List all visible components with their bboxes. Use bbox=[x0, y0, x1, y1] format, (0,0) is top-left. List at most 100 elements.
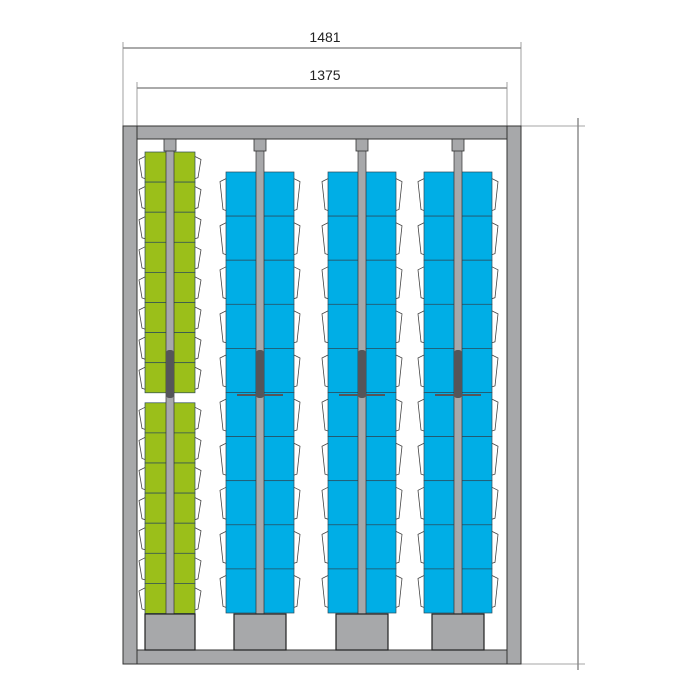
bin-tab-right bbox=[491, 486, 499, 520]
bin-tab-left bbox=[138, 186, 146, 210]
bin-tab-left bbox=[219, 398, 227, 432]
bin-tab-right bbox=[194, 527, 202, 551]
bin-tab-left bbox=[417, 442, 425, 476]
bin-tab-right bbox=[194, 366, 202, 390]
bin-tab-left bbox=[417, 266, 425, 300]
bin-tab-left bbox=[138, 557, 146, 581]
bin-tab-left bbox=[321, 575, 329, 608]
bottom-beam bbox=[136, 649, 508, 665]
column-3 bbox=[321, 138, 403, 651]
bin-tab-left bbox=[138, 336, 146, 360]
column-1 bbox=[138, 138, 202, 651]
pole-cap bbox=[451, 138, 465, 152]
base-block bbox=[431, 613, 485, 651]
bin-tab-right bbox=[491, 266, 499, 300]
bin-tab-left bbox=[138, 467, 146, 490]
inner-width-label: 1375 bbox=[309, 67, 340, 83]
pole-cap bbox=[253, 138, 267, 152]
bin-tab-left bbox=[138, 366, 146, 390]
bin-tab-right bbox=[395, 398, 403, 432]
bin-tab-left bbox=[321, 266, 329, 300]
dimension-lines: 1481 1375 bbox=[122, 29, 585, 670]
bin-tab-right bbox=[293, 486, 301, 520]
bin-tab-right bbox=[395, 310, 403, 344]
bin-tab-left bbox=[138, 527, 146, 551]
bin-tab-left bbox=[417, 310, 425, 344]
handle bbox=[166, 350, 174, 398]
bin-tab-left bbox=[219, 354, 227, 388]
base-block bbox=[144, 613, 196, 651]
bin-tab-left bbox=[138, 246, 146, 270]
bin-tab-right bbox=[194, 186, 202, 210]
bin-tab-right bbox=[194, 336, 202, 360]
bin-tab-right bbox=[194, 497, 202, 521]
bin-tab-left bbox=[219, 266, 227, 300]
bin-tab-right bbox=[395, 222, 403, 255]
bin-tab-right bbox=[395, 575, 403, 608]
bin-tab-left bbox=[321, 531, 329, 564]
bin-tab-right bbox=[491, 531, 499, 564]
bin-tab-right bbox=[194, 557, 202, 581]
bin-tab-right bbox=[293, 178, 301, 211]
bin-tab-left bbox=[138, 216, 146, 240]
bin-tab-right bbox=[395, 266, 403, 300]
bin-tab-left bbox=[417, 178, 425, 211]
bin-tab-left bbox=[219, 575, 227, 608]
bin-tab-right bbox=[194, 406, 202, 430]
left-post bbox=[122, 125, 138, 665]
bin-tab-left bbox=[219, 310, 227, 344]
bin-tab-left bbox=[417, 575, 425, 608]
bin-tab-left bbox=[219, 178, 227, 211]
base-block bbox=[335, 613, 389, 651]
bin-tab-left bbox=[138, 306, 146, 330]
bin-tab-left bbox=[321, 222, 329, 255]
bin-tab-right bbox=[293, 575, 301, 608]
columns bbox=[138, 138, 499, 651]
bin-tab-right bbox=[395, 442, 403, 476]
bin-tab-left bbox=[138, 406, 146, 430]
bin-tab-right bbox=[395, 354, 403, 388]
bin-tab-right bbox=[293, 222, 301, 255]
pole-cap bbox=[355, 138, 369, 152]
bin-tab-left bbox=[321, 354, 329, 388]
bin-tab-right bbox=[293, 310, 301, 344]
handle bbox=[454, 350, 462, 398]
bin-tab-left bbox=[138, 437, 146, 460]
right-post bbox=[506, 125, 522, 665]
bin-tab-right bbox=[194, 587, 202, 611]
rack-frame bbox=[122, 125, 522, 665]
bin-tab-right bbox=[491, 354, 499, 388]
bin-tab-left bbox=[321, 486, 329, 520]
bin-tab-left bbox=[417, 354, 425, 388]
bin-tab-right bbox=[395, 486, 403, 520]
bin-tab-left bbox=[321, 442, 329, 476]
bin-tab-left bbox=[321, 310, 329, 344]
outer-width-label: 1481 bbox=[309, 29, 340, 45]
bin-tab-left bbox=[219, 442, 227, 476]
handle bbox=[358, 350, 366, 398]
bin-tab-right bbox=[293, 442, 301, 476]
bin-tab-left bbox=[417, 222, 425, 255]
bin-tab-right bbox=[194, 246, 202, 270]
bin-tab-right bbox=[194, 467, 202, 490]
bin-tab-right bbox=[491, 310, 499, 344]
bin-tab-left bbox=[219, 486, 227, 520]
bin-tab-right bbox=[194, 276, 202, 300]
bin-tab-left bbox=[138, 497, 146, 521]
bin-tab-right bbox=[194, 437, 202, 460]
bin-tab-left bbox=[417, 398, 425, 432]
bin-tab-right bbox=[491, 222, 499, 255]
bin-tab-right bbox=[395, 531, 403, 564]
bin-tab-right bbox=[194, 156, 202, 179]
bin-tab-left bbox=[417, 486, 425, 520]
bin-tab-left bbox=[138, 587, 146, 611]
column-2 bbox=[219, 138, 301, 651]
bin-tab-left bbox=[321, 178, 329, 211]
bin-tab-left bbox=[321, 398, 329, 432]
bin-tab-right bbox=[293, 354, 301, 388]
bin-tab-left bbox=[138, 276, 146, 300]
bin-tab-right bbox=[491, 178, 499, 211]
handle bbox=[256, 350, 264, 398]
